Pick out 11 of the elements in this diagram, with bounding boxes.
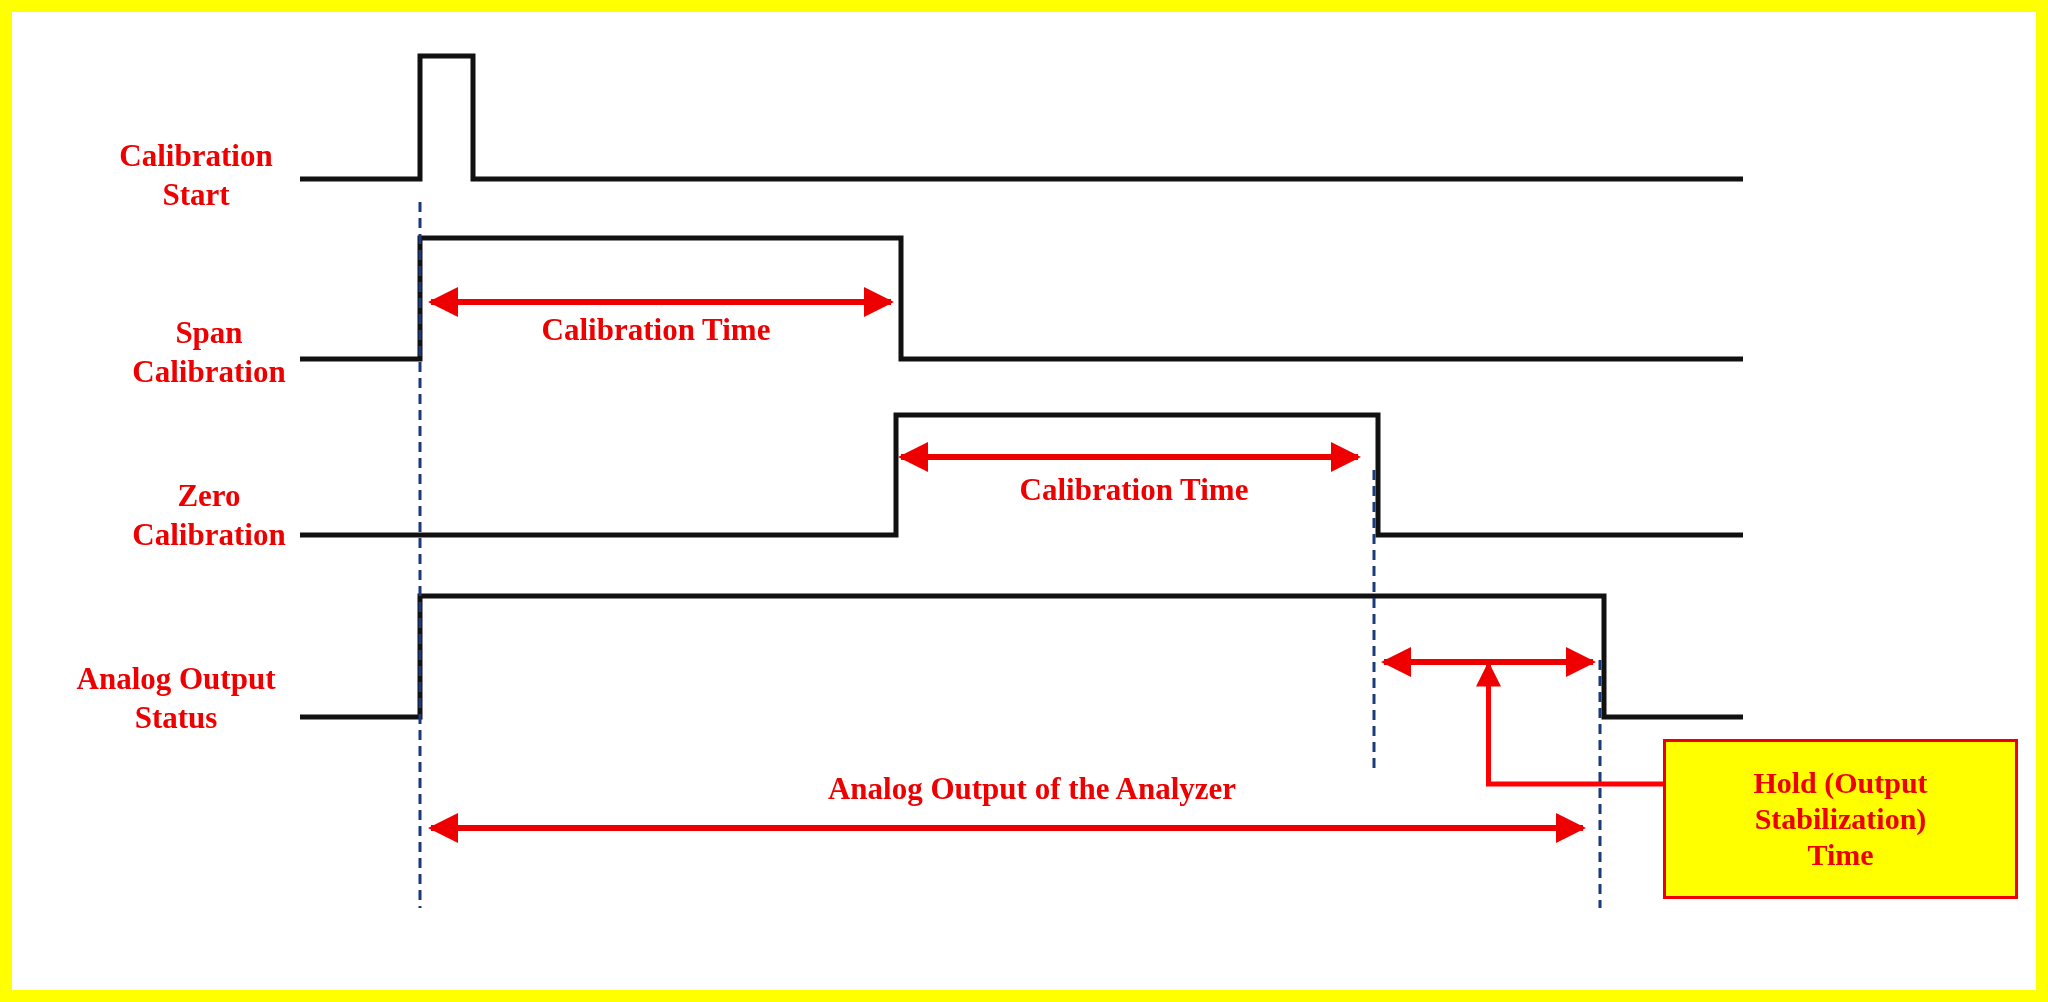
signal-label: Zero Calibration: [131, 477, 287, 554]
dimension-line: [1381, 647, 1596, 677]
signal-label: Analog Output of the Analyzer: [827, 769, 1237, 808]
signal-label: Calibration Time: [541, 310, 771, 349]
leader-line: [1476, 661, 1663, 787]
signal-label: Calibration Time: [1019, 470, 1249, 509]
signal-label: Calibration Start: [118, 137, 274, 214]
callout-text: Hold (Output Stabilization) Time: [1752, 765, 1929, 873]
signal-label: Analog Output Status: [75, 660, 277, 737]
signal-label: Span Calibration: [131, 314, 287, 391]
callout-box: [1663, 739, 2018, 899]
